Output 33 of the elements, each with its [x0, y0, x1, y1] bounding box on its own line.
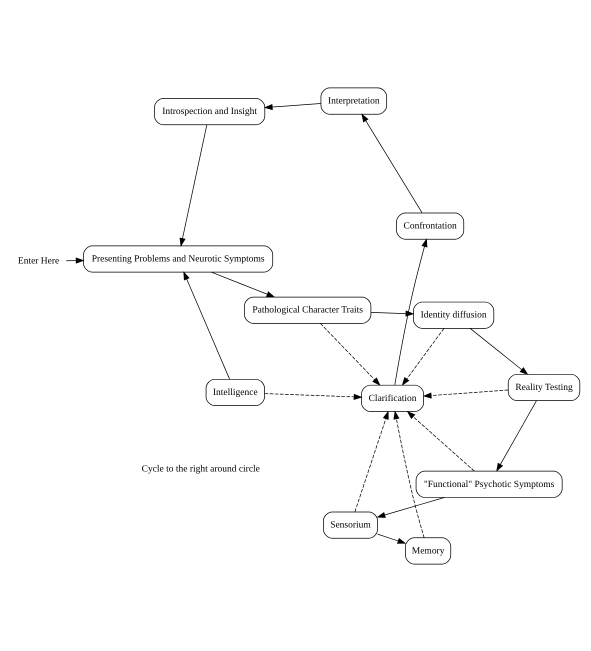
arrow [183, 270, 230, 380]
node-box: Identity diffusion [413, 301, 494, 328]
arrow [320, 322, 381, 386]
node-box: Interpretation [320, 87, 388, 114]
arrow [422, 389, 508, 398]
arrow [402, 328, 444, 386]
node-box: Pathological Character Traits [244, 296, 372, 324]
node-box: Memory [405, 536, 452, 564]
arrow [376, 496, 445, 518]
label: Cycle to the right around circle [142, 464, 260, 474]
arrow [394, 238, 428, 385]
node-box: "Functional" Psychotic Symptoms [416, 470, 563, 498]
arrow [470, 328, 528, 374]
arrow [406, 410, 475, 471]
arrow [180, 124, 208, 246]
arrow [264, 392, 363, 400]
arrow [361, 112, 422, 213]
node-box: Sensorium [323, 511, 378, 538]
arrow [354, 410, 389, 512]
node-box: Clarification [361, 384, 424, 412]
node-box: Introspection and Insight [154, 98, 266, 125]
arrow [66, 257, 85, 264]
arrow [377, 533, 406, 544]
node-box: Reality Testing [508, 373, 580, 400]
arrow [496, 400, 537, 472]
arrow [393, 410, 425, 538]
node-box: Confrontation [396, 212, 464, 240]
arrow [264, 102, 322, 110]
node-text: Enter Here [18, 256, 60, 266]
arrow [370, 310, 414, 316]
node-box: Intelligence [206, 378, 265, 406]
node-box: Presenting Problems and Neurotic Symptoms [83, 244, 274, 272]
arrow [211, 271, 276, 297]
